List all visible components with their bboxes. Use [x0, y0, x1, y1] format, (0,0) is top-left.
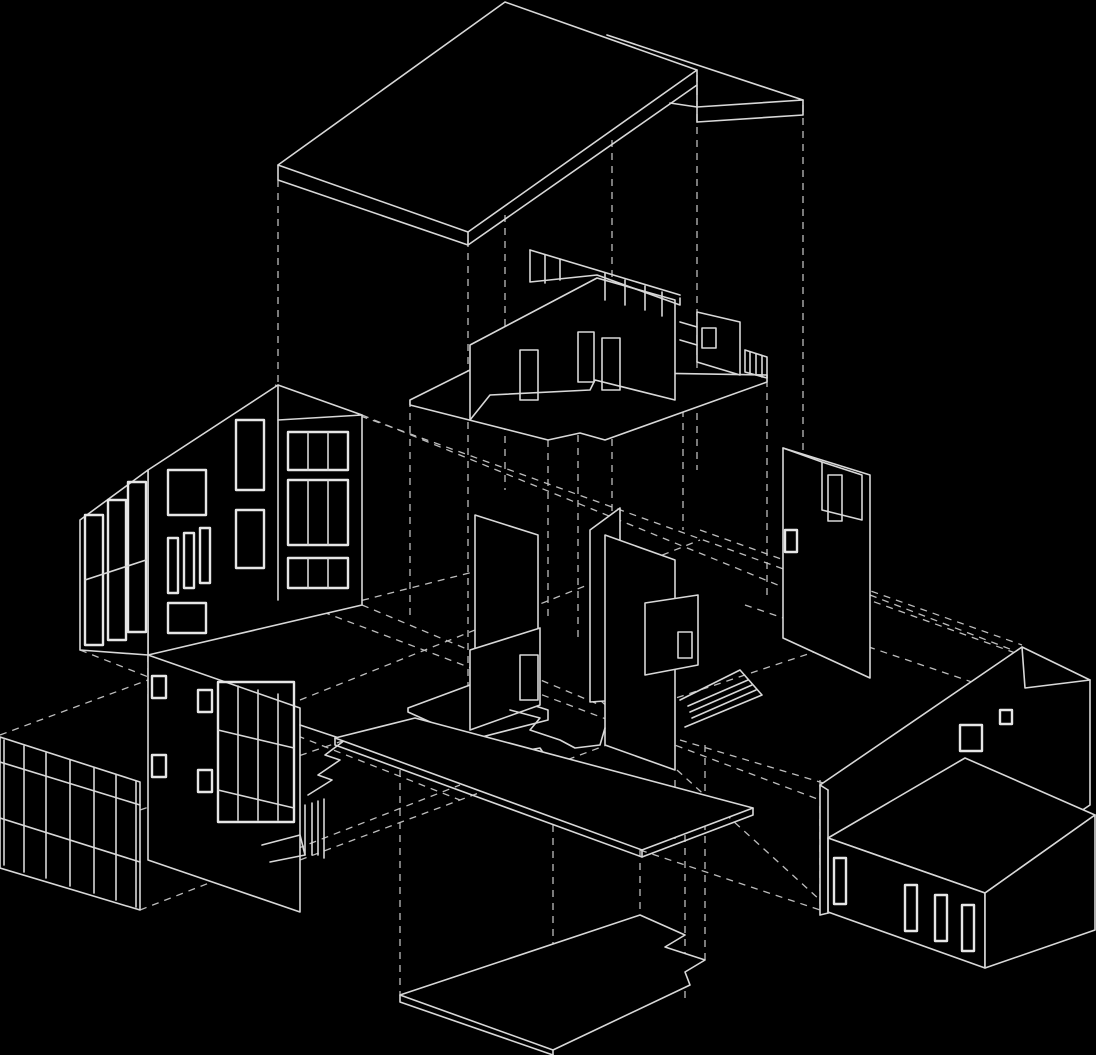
central-slab [334, 717, 754, 858]
left-gable-wing [79, 384, 363, 656]
roof-volume [277, 1, 804, 246]
basement-base [399, 914, 706, 1055]
right-rear-wing [782, 447, 871, 679]
right-low-annex [819, 646, 1096, 969]
upper-floor-room [409, 249, 768, 441]
central-core-walls [407, 507, 763, 771]
left-glazed-screen [0, 736, 141, 911]
left-stair-module [147, 654, 346, 913]
